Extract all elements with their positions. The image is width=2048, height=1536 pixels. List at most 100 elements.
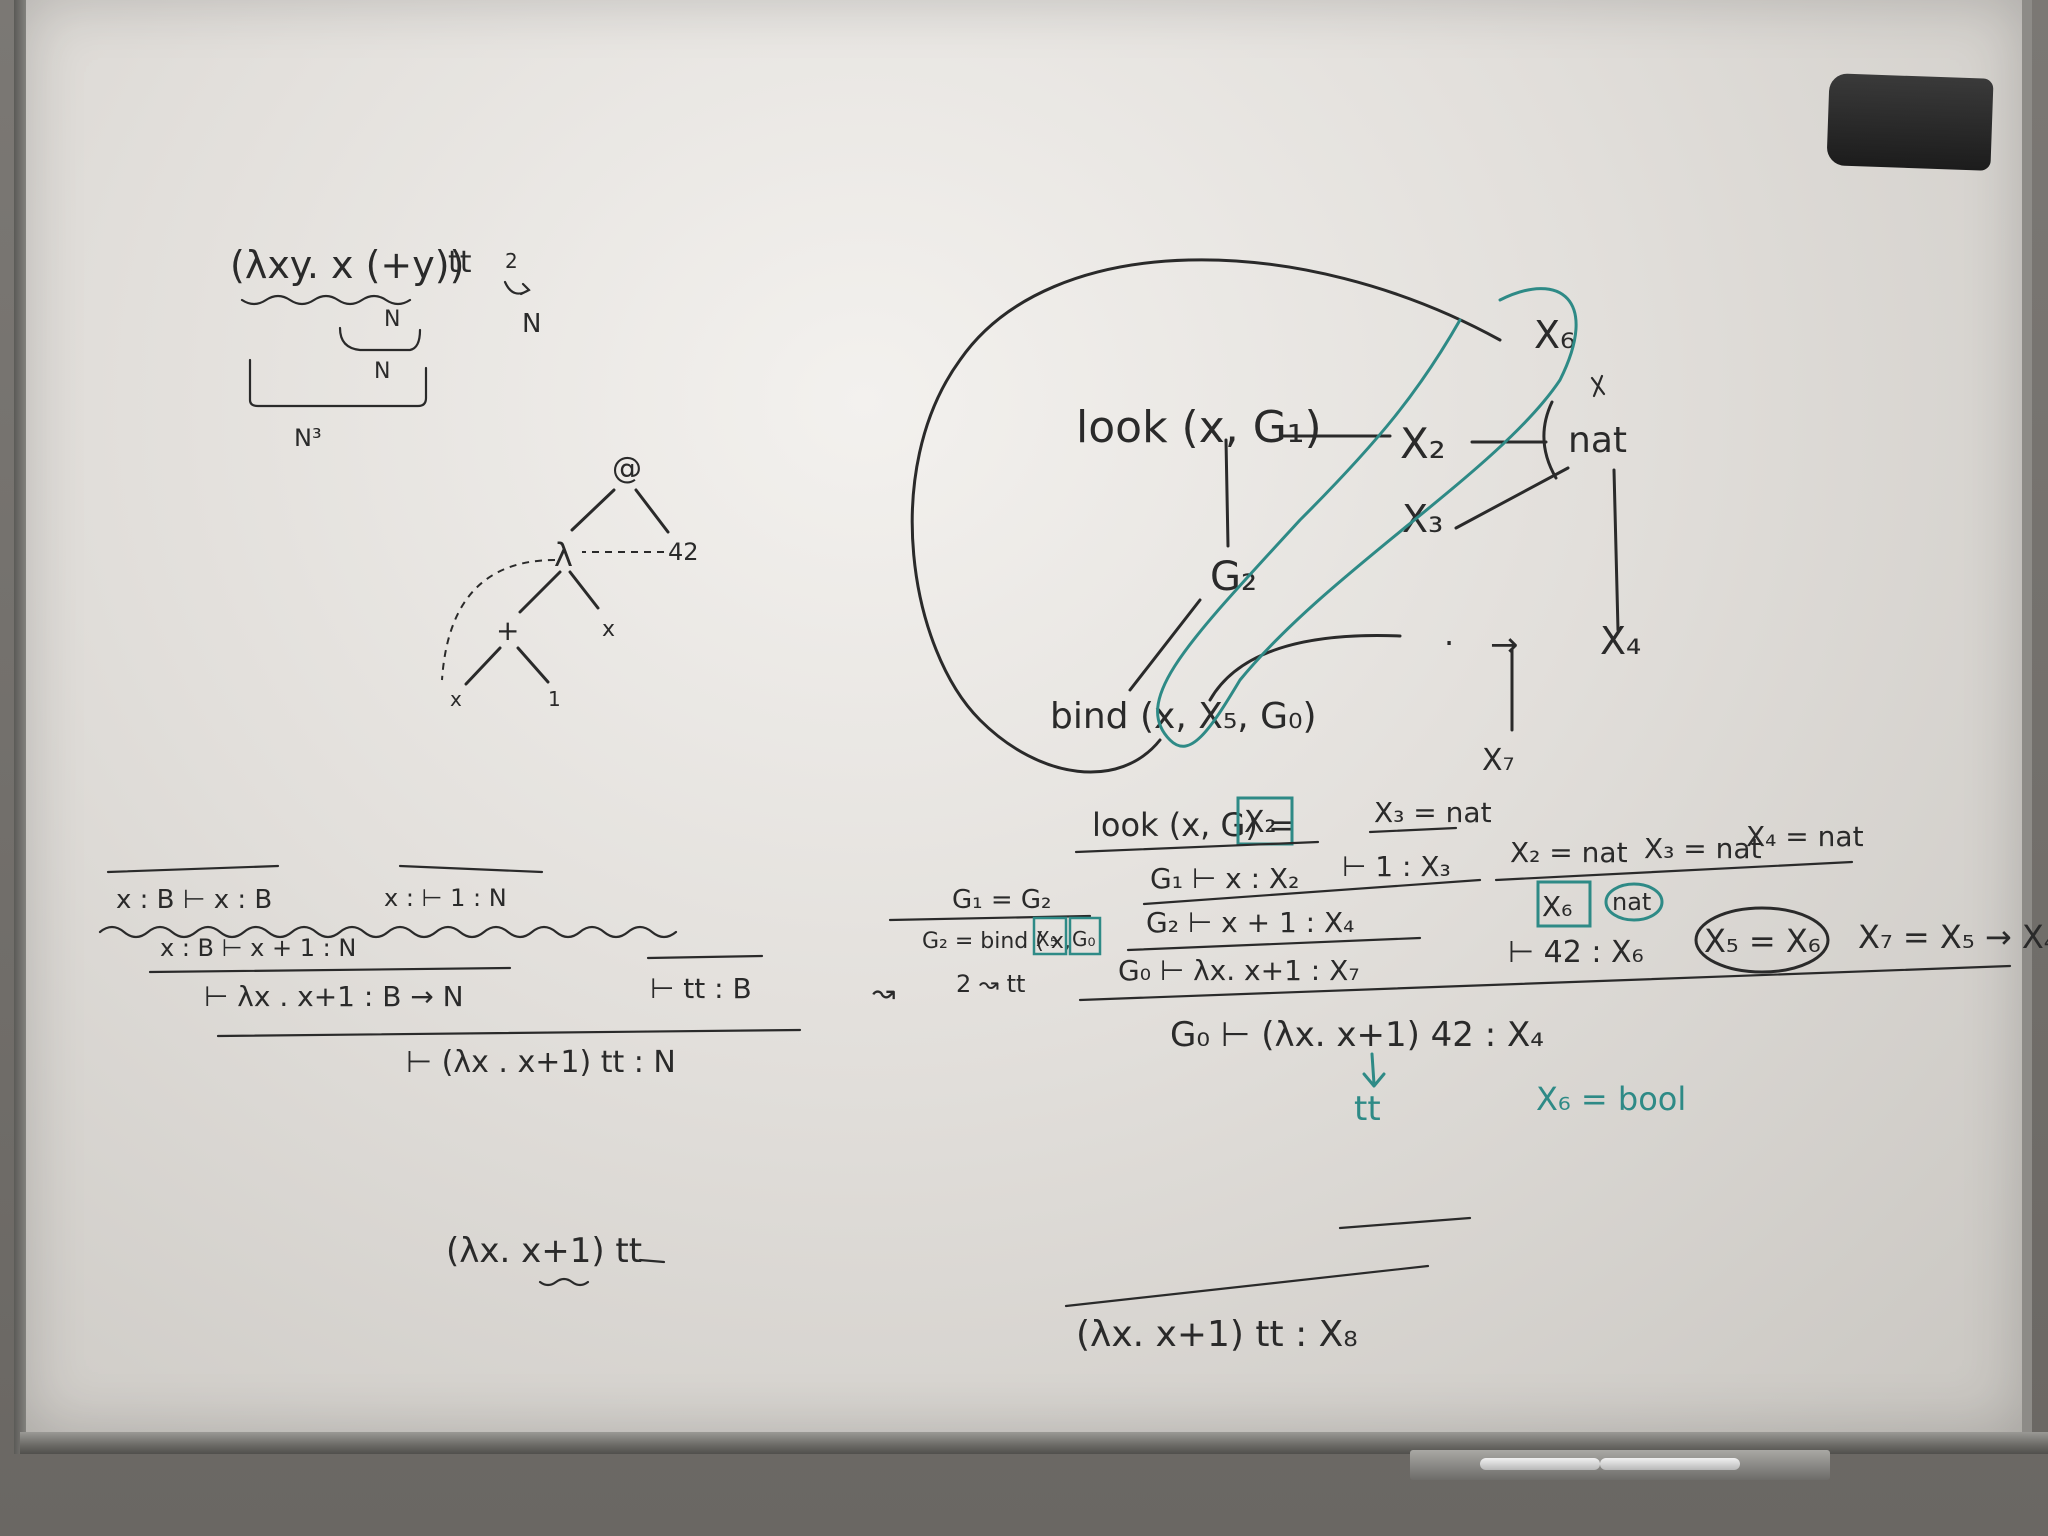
g2-bind-g0: G₀ — [1072, 927, 1096, 951]
tree-root: @ — [612, 451, 642, 486]
row1-item: G₁ ⊢ x : X₂ — [1150, 862, 1299, 895]
row1-item: X₃ = nat — [1644, 832, 1762, 865]
node-x6: X₆ — [1534, 313, 1575, 357]
inference-line — [216, 1028, 802, 1038]
node-look: look (x, G₁) — [1076, 402, 1322, 453]
tree-edge — [464, 646, 550, 686]
whiteboard — [26, 0, 2032, 1432]
right-derivation: look (x, G) = X₂ X₃ = nat G₁ ⊢ x : X₂ ⊢ … — [872, 796, 2048, 1355]
forty-two-judgement: ⊢ 42 : X₆ — [1508, 935, 1644, 970]
inference-line — [888, 914, 1092, 922]
inference-line — [398, 864, 544, 874]
inference-line — [1078, 964, 2012, 1002]
node-x4: X₄ — [1600, 619, 1641, 663]
cross-mark — [1590, 374, 1606, 398]
top-left-arg-tt: tt — [448, 245, 472, 280]
teal-box — [1536, 880, 1592, 928]
tree-edge — [570, 488, 670, 534]
wavy-underline — [538, 1277, 590, 1287]
g2-bind-prefix: G₂ = bind ( x, — [922, 929, 1071, 954]
teal-box — [1032, 916, 1068, 956]
board-frame-bottom — [20, 1432, 2048, 1454]
ast-tree: @ λ 42 + x x 1 — [441, 451, 699, 711]
inference-line — [1126, 936, 1422, 952]
type-label: N — [384, 307, 400, 332]
bottom-right-term: (λx. x+1) tt : X₈ — [1076, 1314, 1358, 1355]
type-label: N — [374, 359, 390, 384]
inference-line — [106, 864, 280, 874]
top-left-term: (λxy. x (+y)) — [230, 243, 464, 287]
node-bind: bind (x, X₅, G₀) — [1050, 696, 1317, 737]
derivation-step: ⊢ λx . x+1 : B → N — [204, 980, 464, 1013]
tree-lambda: λ — [554, 536, 573, 574]
inference-line — [1368, 826, 1458, 834]
inference-line — [1074, 840, 1320, 854]
nat-circle: nat — [1612, 888, 1651, 916]
type-label: N³ — [294, 424, 322, 452]
look-equation: look (x, G) = — [1092, 806, 1295, 844]
row2: G₂ ⊢ x + 1 : X₄ — [1146, 906, 1354, 939]
wavy-inference-line — [98, 925, 678, 939]
teal-lasso — [1156, 287, 1578, 748]
teal-box — [1068, 916, 1102, 956]
row1-item: X₂ = nat — [1510, 836, 1628, 869]
tree-leaf-one: 1 — [548, 687, 561, 711]
g1-equals-g2: G₁ = G₂ — [952, 885, 1051, 915]
node-nat: nat — [1568, 420, 1627, 461]
marker-pen — [1600, 1458, 1740, 1470]
row3: G₀ ⊢ λx. x+1 : X₇ — [1118, 954, 1360, 987]
x6-box: X₆ — [1542, 890, 1572, 923]
tree-plus: + — [496, 614, 519, 647]
dashed-edge — [441, 559, 556, 681]
bottom-left-term: (λx. x+1) tt — [446, 1231, 642, 1271]
row1-item: X₄ = nat — [1746, 820, 1864, 853]
node-x3: X₃ — [1402, 497, 1443, 541]
curved-arrow — [503, 280, 531, 296]
graph-edge — [1128, 400, 1620, 732]
inference-line — [1064, 1216, 1472, 1308]
teal-tt: tt — [1354, 1089, 1381, 1129]
teal-arrow — [1362, 1052, 1386, 1088]
inference-line — [1142, 860, 1854, 906]
inference-line — [148, 966, 512, 974]
circled-equation — [1694, 906, 1830, 974]
type-label: N — [522, 309, 541, 339]
two-leads-to-tt: 2 ↝ tt — [956, 970, 1025, 998]
top-left-term-group: (λxy. x (+y)) tt 2 N N N N³ — [230, 243, 541, 452]
x6-bool: X₆ = bool — [1536, 1080, 1686, 1118]
tree-edge — [518, 570, 600, 614]
inference-line — [646, 954, 764, 960]
brace-underline — [338, 326, 422, 352]
graph-loop-curve — [910, 258, 1502, 774]
brace-underline — [248, 358, 428, 408]
node-x2: X₂ — [1400, 419, 1446, 468]
left-derivation: x : B ⊢ x : B x : ⊢ 1 : N x : B ⊢ x + 1 … — [98, 864, 802, 1080]
row1-item: ⊢ 1 : X₃ — [1342, 850, 1451, 883]
underline — [638, 1258, 666, 1264]
x5-equals-x6: X₅ = X₆ — [1704, 922, 1821, 960]
bottom-left-term-group: (λx. x+1) tt — [446, 1231, 666, 1287]
look-box-value: X₂ — [1244, 805, 1277, 840]
tree-var: x — [602, 617, 615, 642]
constraint-graph: look (x, G₁) G₂ bind (x, X₅, G₀) X₂ X₃ X… — [910, 258, 1641, 778]
g2-bind-x5: X₅ — [1036, 927, 1058, 951]
marker-pen — [1480, 1458, 1600, 1470]
premise: x : ⊢ 1 : N — [384, 884, 507, 912]
derivation-step: ⊢ tt : B — [650, 972, 752, 1005]
wavy-underline — [240, 294, 412, 306]
x7-equation: X₇ = X₅ → X₄ — [1858, 918, 2048, 956]
x3-nat: X₃ = nat — [1374, 796, 1492, 829]
node-dot: · — [1444, 624, 1454, 662]
right-conclusion: G₀ ⊢ (λx. x+1) 42 : X₄ — [1170, 1015, 1544, 1055]
premise: x : B ⊢ x : B — [116, 885, 272, 915]
teal-circle — [1604, 882, 1664, 922]
node-arrow: → — [1490, 625, 1519, 665]
derivation-step: x : B ⊢ x + 1 : N — [160, 934, 356, 962]
tree-leaf-x: x — [450, 687, 462, 711]
node-x7: X₇ — [1482, 743, 1515, 778]
leads-to-arrow: ↝ — [872, 976, 895, 1009]
top-left-arg-2: 2 — [505, 249, 518, 273]
tree-arg: 42 — [668, 538, 699, 566]
derivation-conclusion: ⊢ (λx . x+1) tt : N — [406, 1045, 676, 1080]
